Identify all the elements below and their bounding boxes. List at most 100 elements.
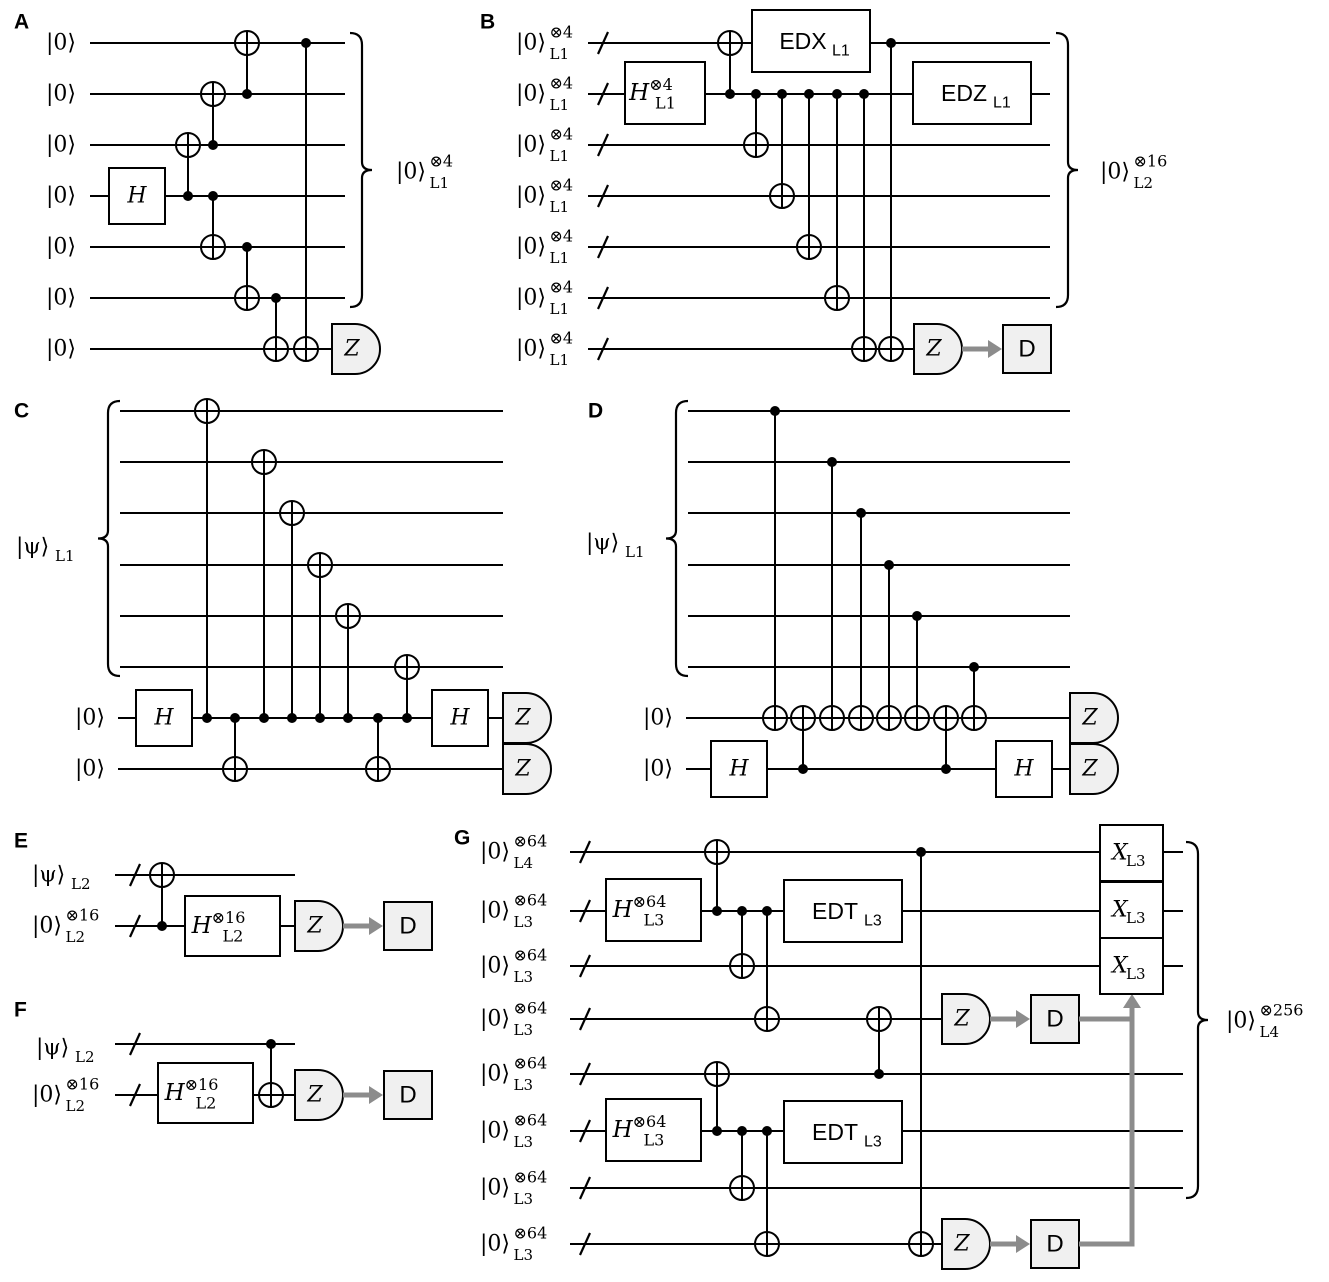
cnot-gate bbox=[729, 906, 755, 979]
bundle-slash bbox=[596, 82, 610, 106]
control-dot bbox=[762, 906, 772, 916]
decoder-box bbox=[1002, 324, 1052, 374]
cnot-gate bbox=[335, 603, 361, 723]
edt-block-label: EDT bbox=[812, 898, 858, 924]
input-ket: |0⟩ bbox=[516, 235, 546, 260]
control-dot bbox=[798, 764, 808, 774]
ket-sup: ⊗64 bbox=[514, 1224, 548, 1243]
measurement-label: Z bbox=[953, 1232, 970, 1257]
edt-block-label: EDT bbox=[812, 1119, 858, 1145]
control-dot bbox=[969, 662, 979, 672]
hadamard-block-sub: L3 bbox=[644, 911, 665, 930]
edx-block-sub: L1 bbox=[832, 43, 850, 60]
bundle-slash bbox=[578, 1232, 592, 1256]
psi-ket: |ψ⟩ bbox=[32, 863, 65, 888]
cnot-gate bbox=[904, 611, 930, 731]
ket-sup: ⊗256 bbox=[1260, 1001, 1304, 1020]
control-dot bbox=[157, 921, 167, 931]
control-dot bbox=[315, 713, 325, 723]
hadamard-block bbox=[157, 1062, 254, 1124]
input-ket: |0⟩ bbox=[480, 1062, 510, 1087]
hadamard-block bbox=[624, 61, 706, 125]
ket-zero: |0⟩ bbox=[46, 286, 76, 311]
hadamard-block bbox=[605, 878, 702, 942]
ket-sup: ⊗4 bbox=[550, 74, 574, 93]
control-dot bbox=[259, 713, 269, 723]
psi-ket: |ψ⟩ bbox=[16, 535, 49, 560]
ket-sup: ⊗4 bbox=[550, 176, 574, 195]
control-dot bbox=[271, 293, 281, 303]
hadamard-block-sub: L2 bbox=[196, 1094, 217, 1113]
measurement-meter bbox=[294, 900, 344, 952]
input-ket: |0⟩ bbox=[480, 1119, 510, 1144]
measurement-label: Z bbox=[514, 757, 531, 782]
ket-sup: ⊗4 bbox=[550, 329, 574, 348]
control-dot bbox=[832, 89, 842, 99]
cnot-gate bbox=[851, 89, 877, 362]
cnot-gate bbox=[824, 89, 850, 311]
input-ket: |0⟩ bbox=[480, 1007, 510, 1032]
ancilla-ket: |0⟩ bbox=[32, 914, 62, 939]
control-dot bbox=[230, 713, 240, 723]
h-gate bbox=[135, 689, 193, 747]
control-dot bbox=[208, 140, 218, 150]
cnot-gate bbox=[234, 242, 260, 311]
control-dot bbox=[402, 713, 412, 723]
hadamard-block-label: H⊗16 bbox=[164, 1075, 219, 1107]
cnot-gate bbox=[754, 1126, 780, 1257]
ket-sub: L1 bbox=[550, 198, 570, 216]
left-brace bbox=[97, 399, 121, 678]
input-ket: |0⟩ bbox=[516, 133, 546, 158]
cnot-gate bbox=[754, 906, 780, 1032]
measurement-meter bbox=[1069, 692, 1119, 744]
bundle-slash bbox=[578, 1062, 592, 1086]
ket-sub: L4 bbox=[1260, 1023, 1280, 1041]
ket-sub: L3 bbox=[514, 1246, 534, 1264]
h-gate-label: H bbox=[728, 757, 749, 782]
classical-feed-arrow bbox=[990, 1010, 1030, 1028]
input-ket: |0⟩ bbox=[480, 954, 510, 979]
psi-sub: L1 bbox=[55, 547, 75, 565]
ancilla-ket: |0⟩ bbox=[75, 706, 105, 731]
measurement-meter bbox=[294, 1069, 344, 1121]
x-correction-sub: L3 bbox=[1126, 852, 1146, 870]
ket-sub: L4 bbox=[514, 854, 534, 872]
ancilla-ket: |0⟩ bbox=[75, 757, 105, 782]
ket-zero: |0⟩ bbox=[46, 82, 76, 107]
h-gate bbox=[108, 167, 166, 225]
cnot-gate bbox=[743, 89, 769, 158]
decoder-label: D bbox=[1046, 1231, 1063, 1258]
ket-zero: |0⟩ bbox=[46, 337, 76, 362]
ket-sub: L1 bbox=[550, 351, 570, 369]
ket-sup: ⊗64 bbox=[514, 946, 548, 965]
ket-sub: L1 bbox=[550, 96, 570, 114]
input-ket: |0⟩ bbox=[516, 286, 546, 311]
measurement-label: Z bbox=[306, 914, 323, 939]
measurement-label: Z bbox=[1081, 706, 1098, 731]
ket-sup: ⊗64 bbox=[514, 832, 548, 851]
panel-label: G bbox=[454, 827, 470, 850]
ancilla-ket: |0⟩ bbox=[32, 1083, 62, 1108]
control-dot bbox=[373, 713, 383, 723]
right-brace bbox=[1055, 31, 1079, 309]
bundle-slash bbox=[128, 1032, 142, 1056]
ket-sub: L3 bbox=[514, 1190, 534, 1208]
arrow-head bbox=[1123, 994, 1141, 1008]
measurement-meter bbox=[331, 323, 381, 375]
control-dot bbox=[751, 89, 761, 99]
hadamard-block bbox=[184, 895, 281, 957]
decoder-label: D bbox=[1046, 1006, 1063, 1033]
bundle-slash bbox=[578, 840, 592, 864]
decoder-label: D bbox=[399, 1082, 416, 1109]
panel-label: C bbox=[14, 400, 29, 423]
arrow-head bbox=[988, 340, 1002, 358]
cnot-gate bbox=[222, 713, 248, 782]
edt-block bbox=[783, 1100, 903, 1164]
ket-sub: L3 bbox=[514, 913, 534, 931]
classical-feed-arrow bbox=[1123, 994, 1141, 1012]
control-dot bbox=[242, 89, 252, 99]
measurement-meter bbox=[941, 1218, 991, 1270]
cnot-gate bbox=[365, 713, 391, 782]
left-brace bbox=[665, 399, 689, 678]
